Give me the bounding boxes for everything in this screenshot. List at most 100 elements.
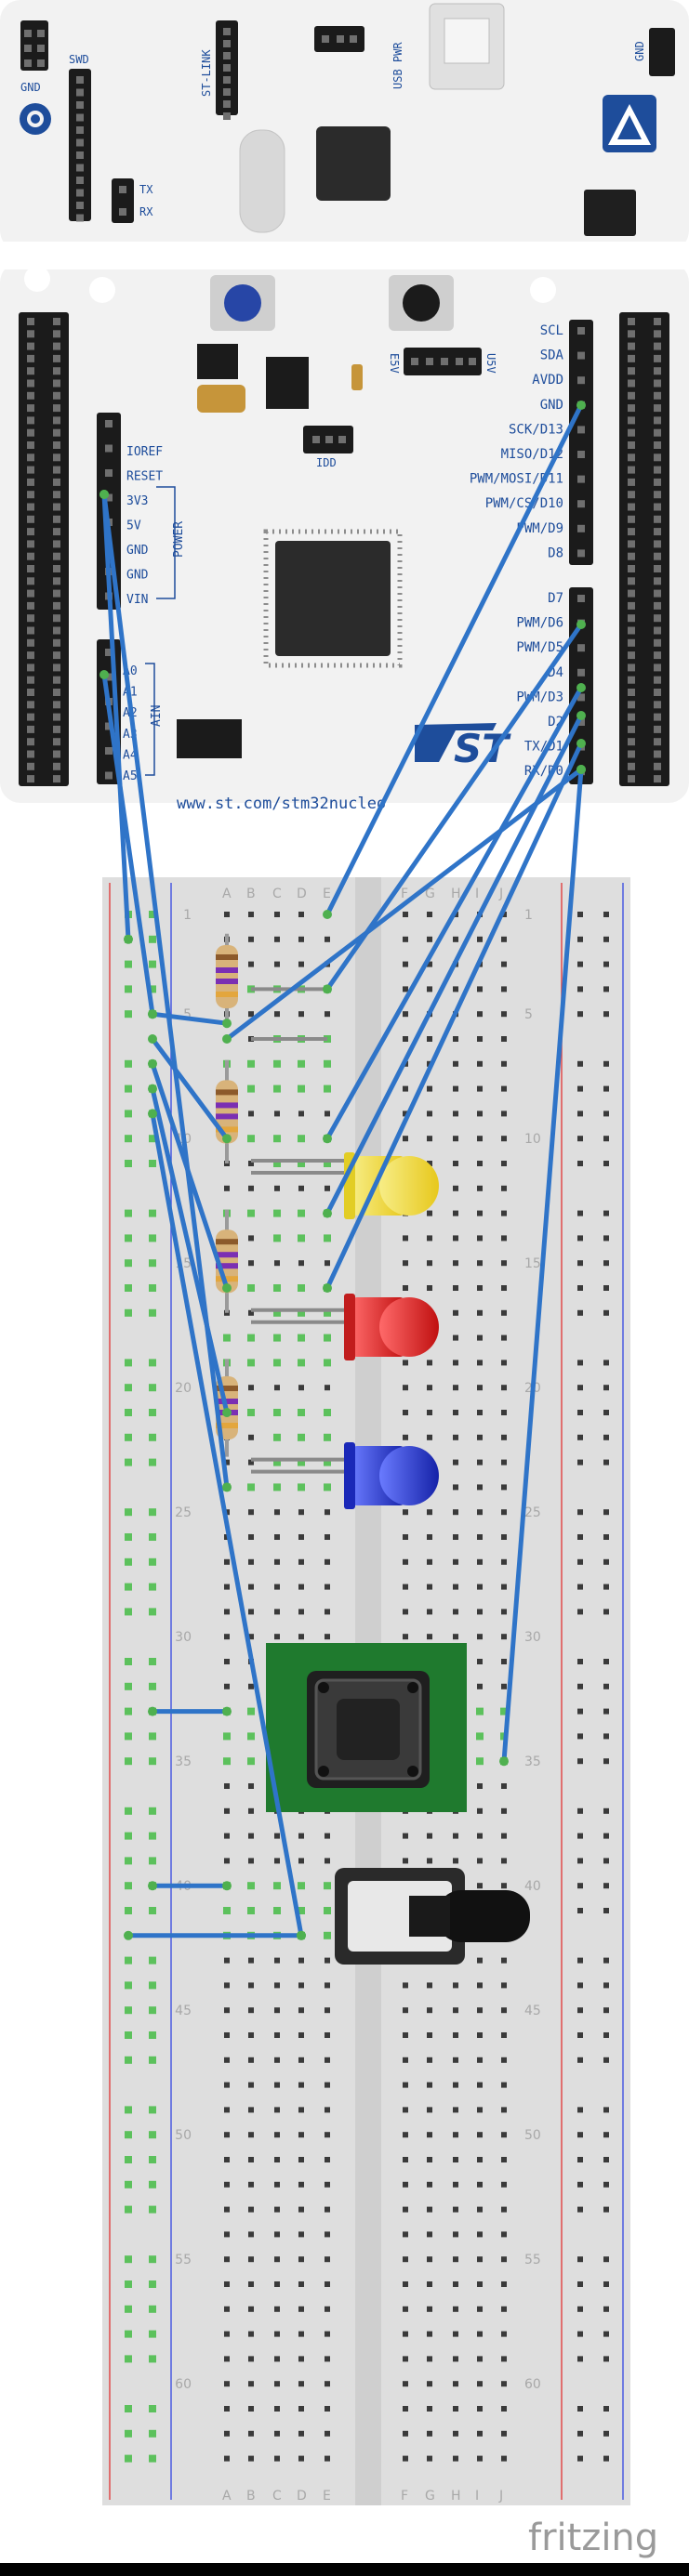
- wire-end: [323, 1134, 332, 1144]
- microcontroller-chip-small: [316, 126, 391, 201]
- breadboard-hole: [403, 2206, 408, 2213]
- breadboard-hole: [248, 936, 254, 942]
- header-pin: [27, 330, 34, 338]
- header-pin: [105, 493, 113, 502]
- breadboard-hole: [427, 2381, 432, 2387]
- breadboard-hole: [453, 1136, 458, 1142]
- ain-pin-label: A5: [123, 769, 138, 783]
- rail-hole: [577, 2455, 583, 2462]
- header-pin: [53, 540, 60, 548]
- breadboard-hole: [298, 2430, 304, 2437]
- rail-hole: [603, 1807, 609, 1814]
- breadboard-hole: [325, 1385, 330, 1391]
- header-pin: [53, 577, 60, 585]
- rail-hole: [603, 1883, 609, 1889]
- rail-hole: [603, 2281, 609, 2287]
- rail-hole: [603, 1534, 609, 1540]
- breadboard-hole: [403, 2356, 408, 2362]
- rail-hole: [577, 1908, 583, 1913]
- breadboard-hole: [453, 2107, 458, 2113]
- breadboard-hole: [403, 1434, 408, 1440]
- breadboard-hole: [248, 1634, 254, 1640]
- connected-hole: [125, 1409, 132, 1416]
- breadboard-hole: [477, 2406, 483, 2412]
- breadboard-hole: [427, 1161, 432, 1166]
- header-pin: [628, 614, 635, 623]
- breadboard-hole: [403, 1385, 408, 1391]
- header-pin: [628, 651, 635, 660]
- header-pin: [654, 626, 661, 635]
- header-pin: [27, 540, 34, 548]
- breadboard-hole: [453, 1235, 458, 1242]
- label-swd: SWD: [69, 53, 89, 66]
- mount-hole: [530, 277, 556, 303]
- rail-hole: [577, 1360, 583, 1366]
- power-pin-label: GND: [126, 569, 149, 583]
- column-letter: A: [222, 887, 232, 901]
- header-pin: [654, 391, 661, 400]
- wire-end: [323, 1208, 332, 1218]
- rail-hole: [577, 1210, 583, 1216]
- header-pin: [27, 354, 34, 362]
- breadboard-hole: [427, 1558, 432, 1565]
- breadboard-hole: [453, 1858, 458, 1864]
- rail-hole: [603, 2406, 609, 2412]
- label-gnd-right: GND: [633, 41, 646, 61]
- row-number: 35: [175, 1755, 192, 1769]
- breadboard-hole: [501, 1534, 507, 1540]
- header-pin: [654, 638, 661, 647]
- header-pin: [628, 503, 635, 511]
- breadboard-hole: [248, 1111, 254, 1117]
- breadboard-hole: [403, 2132, 408, 2138]
- breadboard-hole: [477, 1609, 483, 1615]
- connected-hole: [324, 1931, 331, 1939]
- connected-hole: [149, 1209, 156, 1217]
- breadboard-hole: [403, 2256, 408, 2263]
- row-number: 25: [175, 1505, 192, 1520]
- connected-hole: [149, 1757, 156, 1766]
- breadboard-hole: [248, 1385, 254, 1391]
- breadboard-hole: [453, 1584, 458, 1590]
- breadboard-hole: [427, 1509, 432, 1516]
- breadboard-hole: [224, 1659, 230, 1664]
- connected-hole: [247, 1209, 255, 1217]
- header-pin: [628, 676, 635, 684]
- breadboard-hole: [453, 2281, 458, 2287]
- row-number: 45: [175, 2004, 192, 2018]
- connected-hole: [149, 2056, 156, 2064]
- connected-hole: [149, 2205, 156, 2214]
- header-pin: [53, 614, 60, 623]
- breadboard-hole: [477, 1434, 483, 1440]
- row-number: 50: [175, 2128, 192, 2143]
- rail-hole: [577, 2032, 583, 2038]
- breadboard-hole: [427, 1434, 432, 1440]
- breadboard-hole: [248, 1783, 254, 1789]
- rail-hole: [577, 1509, 583, 1516]
- breadboard-hole: [403, 1235, 408, 1242]
- column-letter: E: [323, 2489, 331, 2504]
- label-ain-group: AIN: [150, 705, 164, 727]
- row-number: 50: [524, 2128, 541, 2143]
- breadboard-hole: [427, 1036, 432, 1042]
- header-pin: [223, 52, 231, 59]
- st-logo-small-icon: [20, 103, 51, 135]
- breadboard-hole: [477, 2132, 483, 2138]
- breadboard-hole: [477, 1036, 483, 1042]
- breadboard-hole: [403, 1858, 408, 1864]
- breadboard-hole: [403, 1011, 408, 1018]
- connected-hole: [125, 1458, 132, 1466]
- connected-hole: [125, 1608, 132, 1616]
- breadboard-hole: [477, 2057, 483, 2063]
- connected-hole: [149, 2305, 156, 2313]
- breadboard-hole: [501, 1385, 507, 1391]
- header-power: [97, 413, 121, 610]
- connected-hole: [149, 1508, 156, 1517]
- header-pin: [654, 552, 661, 560]
- header-pin: [654, 515, 661, 523]
- breadboard-hole: [274, 1957, 280, 1964]
- connected-hole: [125, 1384, 132, 1392]
- connected-hole: [125, 1682, 132, 1690]
- breadboard-hole: [477, 1584, 483, 1590]
- breadboard-hole: [403, 2007, 408, 2014]
- header-pin: [223, 76, 231, 84]
